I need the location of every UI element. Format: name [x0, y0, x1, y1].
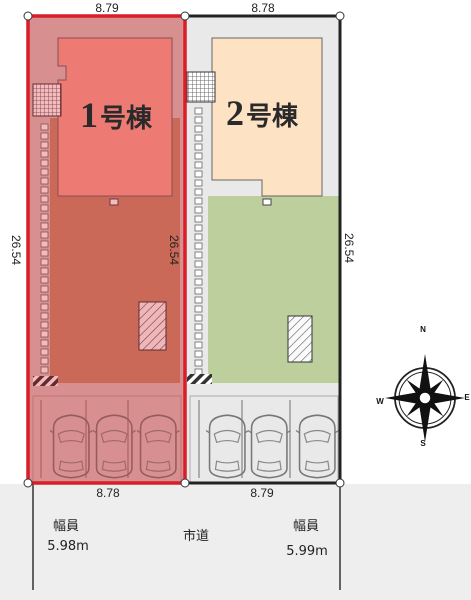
lot-1-highlight-border — [26, 14, 187, 485]
stepping-stone — [194, 305, 203, 313]
svg-text:S: S — [420, 439, 426, 448]
lot-1-drain-strip — [33, 376, 58, 386]
stepping-stone — [40, 321, 49, 329]
stepping-stone — [194, 206, 203, 214]
lot-1-right-dimension: 26.54 — [167, 235, 181, 265]
stepping-stone — [40, 339, 49, 347]
stepping-stone — [194, 233, 203, 241]
road-name: 市道 — [183, 528, 209, 544]
stepping-stone — [194, 143, 203, 151]
stepping-stone — [40, 276, 49, 284]
road-width-left-value: 5.98m — [47, 539, 89, 554]
stepping-stone — [40, 204, 49, 212]
lot-2-top-dimension: 8.78 — [251, 1, 275, 15]
stepping-stone — [40, 123, 49, 131]
stepping-stone — [40, 267, 49, 275]
stepping-stone — [194, 179, 203, 187]
stepping-stone — [194, 260, 203, 268]
stepping-stone — [40, 240, 49, 248]
stepping-stone — [40, 150, 49, 158]
stepping-stone — [40, 141, 49, 149]
lot-1-stepping-stones — [40, 123, 49, 374]
lot-1-bottom-dimension: 8.78 — [96, 486, 120, 500]
lot-2-drain-strip — [187, 374, 212, 384]
stepping-stone — [194, 152, 203, 160]
stepping-stone — [194, 251, 203, 259]
stepping-stone — [40, 249, 49, 257]
stepping-stone — [40, 303, 49, 311]
stepping-stone — [40, 222, 49, 230]
svg-text:E: E — [464, 393, 470, 402]
stepping-stone — [40, 159, 49, 167]
stepping-stone — [194, 170, 203, 178]
stepping-stone — [40, 132, 49, 140]
stepping-stone — [40, 330, 49, 338]
stepping-stone — [194, 314, 203, 322]
stepping-stone — [194, 296, 203, 304]
stepping-stone — [40, 213, 49, 221]
road-area — [0, 484, 471, 600]
lot-2-storage-pad — [287, 315, 313, 363]
lot-2-house — [211, 37, 323, 197]
road-width-left-label: 幅員 — [53, 519, 79, 534]
stepping-stone — [194, 224, 203, 232]
lot-1-grid-pad — [32, 83, 62, 117]
stepping-stone — [40, 177, 49, 185]
lot-1-house — [57, 37, 173, 197]
lot-1-outdoor-unit — [109, 198, 119, 206]
stepping-stone — [40, 168, 49, 176]
lot-1-left-dimension: 26.54 — [9, 235, 23, 265]
lot-1: 1号棟 — [26, 14, 187, 485]
stepping-stone — [194, 134, 203, 142]
stepping-stone — [40, 366, 49, 374]
svg-text:N: N — [420, 325, 426, 334]
stepping-stone — [40, 258, 49, 266]
stepping-stone — [194, 197, 203, 205]
lot-2-stepping-stones — [194, 107, 203, 376]
lot-2-outdoor-unit — [262, 198, 272, 206]
lot-2-right-dimension: 26.54 — [342, 233, 356, 263]
road-width-right-value: 5.99m — [286, 544, 328, 559]
lot-2-grid-pad — [186, 71, 216, 103]
stepping-stone — [194, 278, 203, 286]
svg-text:W: W — [376, 397, 384, 406]
stepping-stone — [40, 294, 49, 302]
stepping-stone — [40, 348, 49, 356]
stepping-stone — [194, 269, 203, 277]
stepping-stone — [194, 188, 203, 196]
lot-1-parking — [32, 395, 182, 483]
stepping-stone — [194, 359, 203, 367]
lot-2-building-label: 2号棟 — [226, 93, 299, 133]
stepping-stone — [194, 161, 203, 169]
stepping-stone — [194, 287, 203, 295]
stepping-stone — [40, 285, 49, 293]
stepping-stone — [194, 323, 203, 331]
lot-1-storage-pad — [138, 301, 167, 351]
stepping-stone — [194, 341, 203, 349]
stepping-stone — [40, 312, 49, 320]
lot-1-building-label: 1号棟 — [80, 95, 153, 135]
boundary-markers — [23, 11, 345, 488]
stepping-stone — [40, 231, 49, 239]
stepping-stone — [194, 215, 203, 223]
stepping-stone — [40, 195, 49, 203]
stepping-stone — [194, 107, 203, 115]
road-width-right-label: 幅員 — [293, 519, 319, 534]
stepping-stone — [40, 357, 49, 365]
lot-1-top-dimension: 8.79 — [95, 1, 119, 15]
lot-2-bottom-dimension: 8.79 — [250, 486, 274, 500]
lot-2: 2号棟 — [183, 14, 342, 485]
stepping-stone — [194, 125, 203, 133]
stepping-stone — [194, 350, 203, 358]
stepping-stone — [194, 116, 203, 124]
compass-icon: N E S W — [376, 325, 470, 448]
stepping-stone — [40, 186, 49, 194]
stepping-stone — [194, 332, 203, 340]
lot-2-yard — [208, 196, 340, 383]
stepping-stone — [194, 242, 203, 250]
